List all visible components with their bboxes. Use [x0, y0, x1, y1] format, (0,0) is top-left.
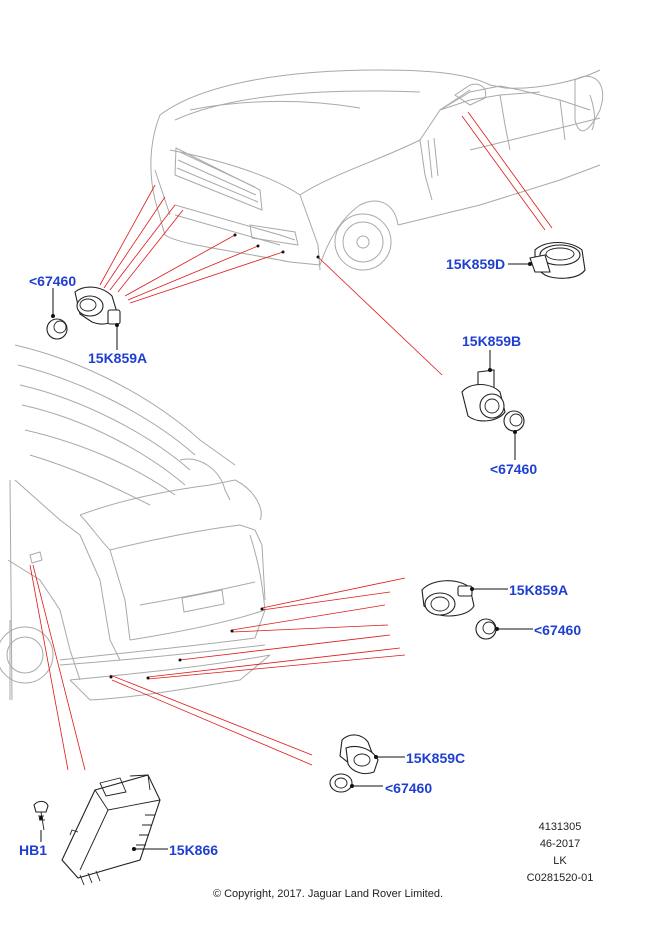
callout-front-right-sensor[interactable]: 15K859B	[462, 333, 522, 349]
front-left-bracket-icon	[46, 318, 68, 340]
callout-module[interactable]: 15K866	[169, 842, 219, 858]
callout-rear-sensor-a[interactable]: 15K859A	[509, 582, 569, 598]
rear-vehicle-outline	[0, 344, 271, 701]
front-right-sensor-icon	[461, 369, 506, 422]
vehicle-sensor-points	[109, 233, 320, 680]
front-leader-lines	[99, 111, 553, 376]
parking-aid-module-icon	[61, 774, 161, 886]
callout-rear-bracket-a[interactable]: <67460	[534, 622, 582, 638]
front-vehicle-outline	[150, 69, 604, 271]
front-left-leaders	[52, 288, 118, 350]
callout-bolt[interactable]: HB1	[19, 842, 48, 858]
reference-line-4: C0281520-01	[526, 872, 594, 884]
rear-bracket-c-icon	[329, 773, 353, 793]
copyright-notice: © Copyright, 2017. Jaguar Land Rover Lim…	[212, 888, 444, 900]
callout-front-left-sensor[interactable]: 15K859A	[88, 350, 148, 366]
reference-line-1: 4131305	[538, 821, 582, 833]
reference-line-2: 46-2017	[539, 838, 581, 850]
rear-leader-lines	[29, 564, 406, 771]
rear-sensor-c-icon	[339, 734, 379, 775]
callout-front-left-bracket[interactable]: <67460	[29, 273, 77, 289]
rear-bracket-a-icon	[475, 618, 497, 640]
front-right-bracket-icon	[503, 410, 525, 432]
callout-rear-bracket-c[interactable]: <67460	[385, 780, 433, 796]
rear-sensor-a-icon	[421, 580, 475, 617]
front-left-sensor-icon	[74, 286, 121, 325]
bolt-icon	[33, 800, 49, 831]
callout-side-sensor[interactable]: 15K859D	[446, 256, 506, 272]
side-sensor-icon	[529, 241, 586, 279]
reference-line-3: LK	[553, 855, 567, 867]
callout-rear-sensor-c[interactable]: 15K859C	[406, 750, 466, 766]
callout-front-right-bracket[interactable]: <67460	[490, 461, 538, 477]
